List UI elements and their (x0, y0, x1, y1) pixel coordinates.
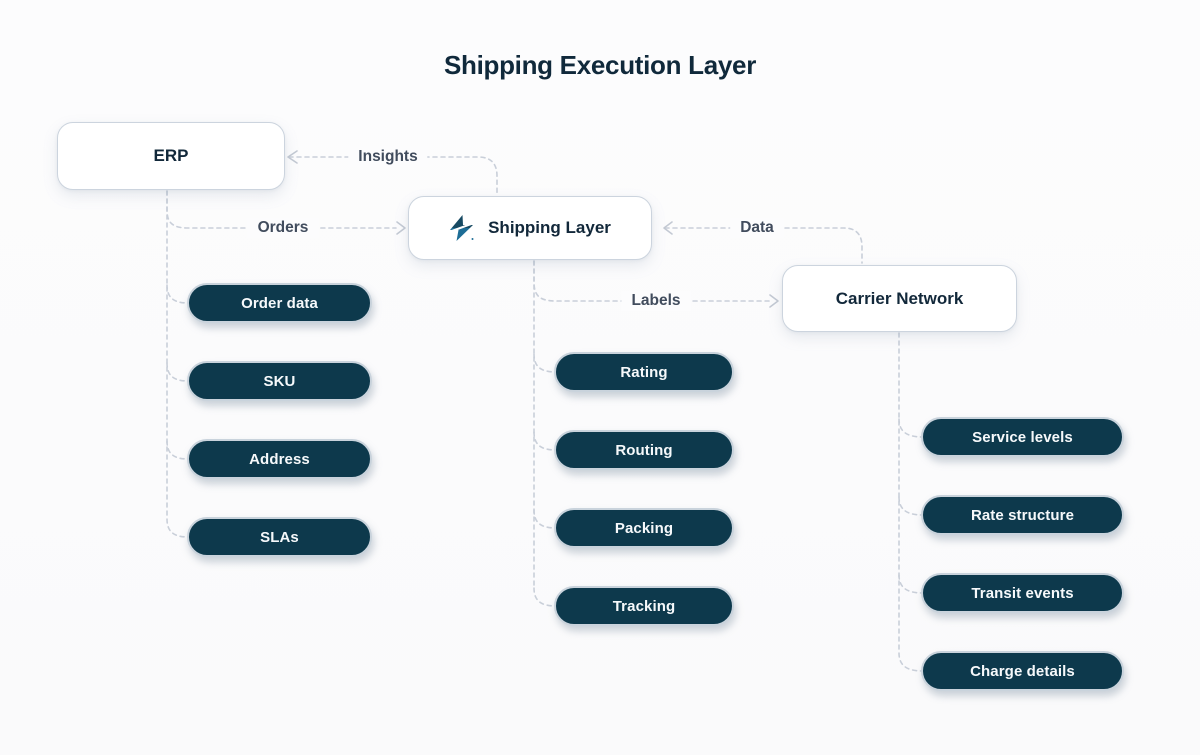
lightning-bolt-icon (449, 215, 474, 241)
arrowhead-to-carrier (769, 294, 779, 308)
pill-rating: Rating (554, 352, 734, 392)
pill-address: Address (187, 439, 372, 479)
node-erp-label: ERP (153, 146, 189, 165)
connector-label-insights: Insights (348, 147, 428, 167)
node-shipping-layer-label: Shipping Layer (488, 218, 611, 237)
wire-insights (288, 156, 498, 195)
connector-label-labels: Labels (621, 291, 691, 311)
node-carrier-network: Carrier Network (782, 265, 1017, 332)
pill-packing: Packing (554, 508, 734, 548)
pill-sku: SKU (187, 361, 372, 401)
pill-service-levels: Service levels (921, 417, 1124, 457)
pill-routing: Routing (554, 430, 734, 470)
node-shipping-layer: Shipping Layer (408, 196, 652, 260)
connector-label-data: Data (730, 218, 784, 238)
pill-slas: SLAs (187, 517, 372, 557)
node-carrier-network-label: Carrier Network (835, 288, 964, 308)
connector-label-orders: Orders (247, 218, 319, 238)
wire-data (664, 227, 863, 264)
pill-charge-details: Charge details (921, 651, 1124, 691)
arrowhead-to-shipping-left (396, 221, 406, 235)
diagram-title: Shipping Execution Layer (443, 50, 757, 80)
pill-order-data: Order data (187, 283, 372, 323)
pill-rate-structure: Rate structure (921, 495, 1124, 535)
pill-transit-events: Transit events (921, 573, 1124, 613)
node-erp: ERP (57, 122, 285, 190)
pill-tracking: Tracking (554, 586, 734, 626)
arrowhead-to-shipping-right (663, 221, 673, 235)
arrowhead-to-erp (287, 150, 298, 164)
